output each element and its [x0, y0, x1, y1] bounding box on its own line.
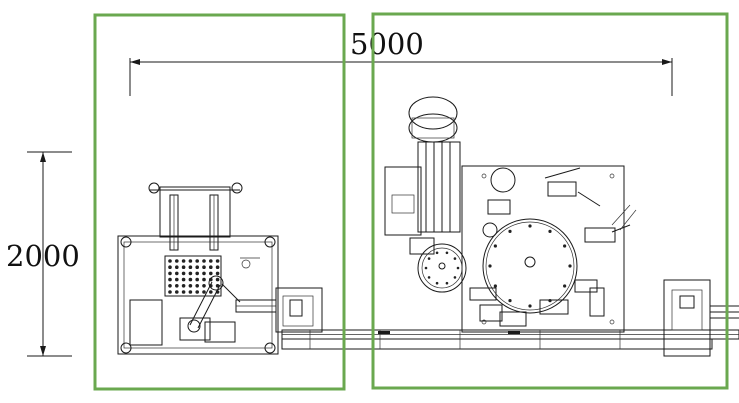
- conveyor-rail: [281, 329, 739, 350]
- right-transfer-box: [663, 279, 739, 357]
- left-transfer-box: [275, 287, 323, 333]
- width-dimension: 5000: [129, 27, 673, 96]
- left-station-region: [93, 13, 346, 391]
- height-dimension: 2000: [6, 151, 80, 357]
- width-dimension-label: 5000: [350, 27, 424, 61]
- right-machine: [384, 96, 637, 333]
- left-machine: [117, 182, 279, 355]
- height-dimension-label: 2000: [6, 239, 80, 273]
- right-station-region: [371, 12, 729, 390]
